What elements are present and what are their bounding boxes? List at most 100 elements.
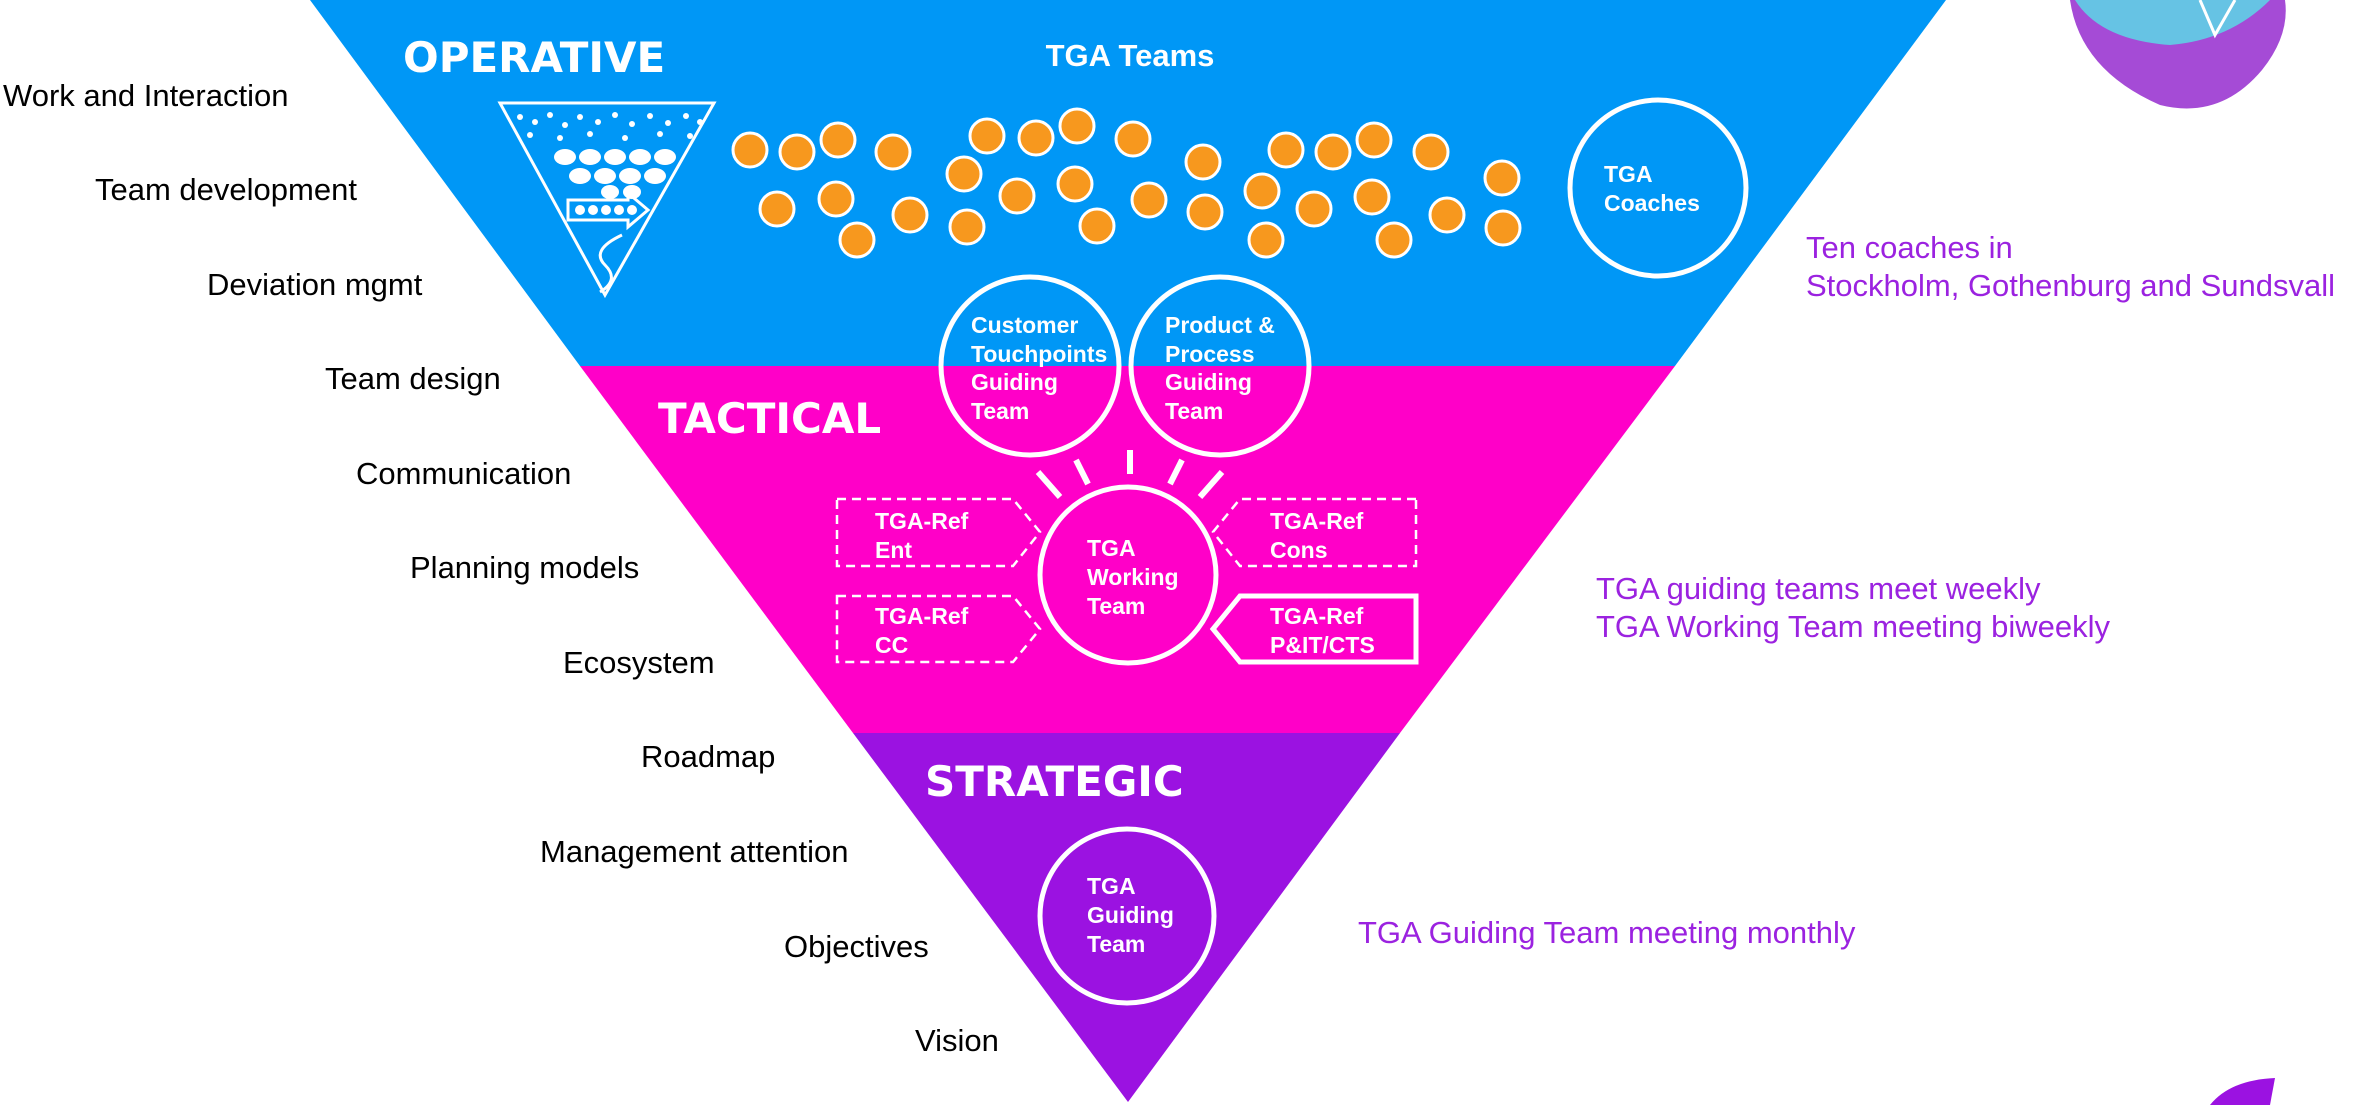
label-objectives: Objectives <box>784 929 929 964</box>
ref-pit-line-2: P&IT/CTS <box>1270 632 1375 658</box>
tga-ref-ent-box: TGA-Ref Ent <box>835 497 1042 568</box>
coaches-line-2: Coaches <box>1604 190 1700 216</box>
team-dot <box>731 131 769 169</box>
svg-text:TGA-Ref P&IT/CTS: TGA-Ref P&IT/CTS <box>1270 603 1375 658</box>
ref-cons-line-2: Cons <box>1270 537 1328 563</box>
team-dot <box>1017 119 1055 157</box>
team-dot <box>1412 133 1450 171</box>
tga-working-team-circle: TGA Working Team <box>1037 484 1219 666</box>
strategic-layer <box>853 733 1400 1102</box>
tactical-title: TACTICAL <box>658 394 881 443</box>
svg-text:Product & Process: Product & Process Guiding Team <box>1165 312 1281 424</box>
note-coaches-line-2: Stockholm, Gothenburg and Sundsvall <box>1806 268 2336 303</box>
working-team-rays <box>1035 450 1225 499</box>
svg-text:TGA Working Team: TGA Working Team <box>1087 535 1185 619</box>
team-dot <box>948 208 986 246</box>
note-weekly-line-1: TGA guiding teams meet weekly <box>1596 571 2041 606</box>
team-dot <box>1056 165 1094 203</box>
product-process-guiding-team-circle: Product & Process Guiding Team <box>1128 274 1312 458</box>
product-line-2: Process <box>1165 341 1255 367</box>
label-team-development: Team development <box>95 172 357 207</box>
team-dot <box>1484 209 1522 247</box>
team-dot <box>968 117 1006 155</box>
tga-ref-pit-box: TGA-Ref P&IT/CTS <box>1209 593 1419 665</box>
guiding-line-2: Guiding <box>1087 902 1174 928</box>
product-line-1: Product & <box>1165 312 1275 338</box>
team-dot <box>1428 196 1466 234</box>
operative-layer <box>310 0 1946 366</box>
customer-line-1: Customer <box>971 312 1078 338</box>
ref-cc-line-2: CC <box>875 632 908 658</box>
team-dot <box>1483 159 1521 197</box>
team-dot <box>874 133 912 171</box>
ref-ent-line-2: Ent <box>875 537 912 563</box>
tga-teams-title: TGA Teams <box>1046 38 1215 73</box>
team-dot <box>778 133 816 171</box>
svg-text:Customer Touchpoints: Customer Touchpoints Guiding Team <box>971 312 1114 424</box>
label-work-and-interaction: Work and Interaction <box>3 78 289 113</box>
note-guiding-monthly: TGA Guiding Team meeting monthly <box>1358 914 1855 952</box>
team-dot <box>838 221 876 259</box>
ref-pit-line-1: TGA-Ref <box>1270 603 1364 629</box>
tga-teams-dots <box>731 107 1522 259</box>
product-line-4: Team <box>1165 398 1223 424</box>
team-dot <box>945 155 983 193</box>
label-management-attention: Management attention <box>540 834 849 869</box>
ref-ent-line-1: TGA-Ref <box>875 508 969 534</box>
strategic-title: STRATEGIC <box>925 757 1184 806</box>
team-dot <box>1243 172 1281 210</box>
working-line-1: TGA <box>1087 535 1135 561</box>
note-weekly-line-2: TGA Working Team meeting biweekly <box>1596 609 2111 644</box>
customer-touchpoints-guiding-team-circle: Customer Touchpoints Guiding Team <box>938 274 1122 458</box>
label-team-design: Team design <box>325 361 501 396</box>
team-dot <box>1295 190 1333 228</box>
customer-line-3: Guiding <box>971 369 1058 395</box>
team-dot <box>1375 221 1413 259</box>
guiding-line-3: Team <box>1087 931 1145 957</box>
tactical-layer <box>580 366 1675 733</box>
note-guiding-weekly: TGA guiding teams meet weekly TGA Workin… <box>1596 570 2110 646</box>
label-communication: Communication <box>356 456 572 491</box>
funnel-icon <box>497 101 717 299</box>
team-dot <box>758 190 796 228</box>
guiding-line-1: TGA <box>1087 873 1135 899</box>
label-roadmap: Roadmap <box>641 739 776 774</box>
svg-text:TGA-Ref CC: TGA-Ref CC <box>875 603 975 658</box>
tga-ref-cc-box: TGA-Ref CC <box>835 594 1042 664</box>
team-dot <box>1184 143 1222 181</box>
corner-decoration-bottom-icon <box>2210 1078 2275 1105</box>
svg-text:TGA Guiding Team: TGA Guiding Team <box>1087 873 1180 957</box>
ref-cc-line-1: TGA-Ref <box>875 603 969 629</box>
team-dot <box>1130 181 1168 219</box>
team-dot <box>1267 131 1305 169</box>
svg-text:TGA-Ref Cons: TGA-Ref Cons <box>1270 508 1370 563</box>
customer-line-2: Touchpoints <box>971 341 1107 367</box>
label-planning-models: Planning models <box>410 550 640 585</box>
team-dot <box>1353 178 1391 216</box>
team-dot <box>819 121 857 159</box>
corner-decoration-top-icon <box>2070 0 2286 109</box>
operative-title: OPERATIVE <box>403 33 665 82</box>
coaches-line-1: TGA <box>1604 161 1652 187</box>
tga-ref-cons-box: TGA-Ref Cons <box>1211 497 1418 568</box>
team-dot <box>1058 107 1096 145</box>
tga-guiding-team-circle: TGA Guiding Team <box>1037 826 1217 1006</box>
customer-line-4: Team <box>971 398 1029 424</box>
label-deviation-mgmt: Deviation mgmt <box>207 267 423 302</box>
team-dot <box>1247 221 1285 259</box>
label-vision: Vision <box>915 1023 999 1058</box>
svg-text:TGA Coaches: TGA Coaches <box>1604 161 1700 216</box>
label-ecosystem: Ecosystem <box>563 645 715 680</box>
tga-coaches-circle: TGA Coaches <box>1567 97 1749 279</box>
note-monthly-line-1: TGA Guiding Team meeting monthly <box>1358 915 1856 950</box>
team-dot <box>1114 120 1152 158</box>
note-coaches-line-1: Ten coaches in <box>1806 230 2013 265</box>
team-dot <box>1314 133 1352 171</box>
product-line-3: Guiding <box>1165 369 1252 395</box>
ref-cons-line-1: TGA-Ref <box>1270 508 1364 534</box>
working-line-2: Working <box>1087 564 1179 590</box>
team-dot <box>1078 207 1116 245</box>
team-dot <box>891 196 929 234</box>
svg-text:TGA-Ref Ent: TGA-Ref Ent <box>875 508 975 563</box>
team-dot <box>1186 193 1224 231</box>
